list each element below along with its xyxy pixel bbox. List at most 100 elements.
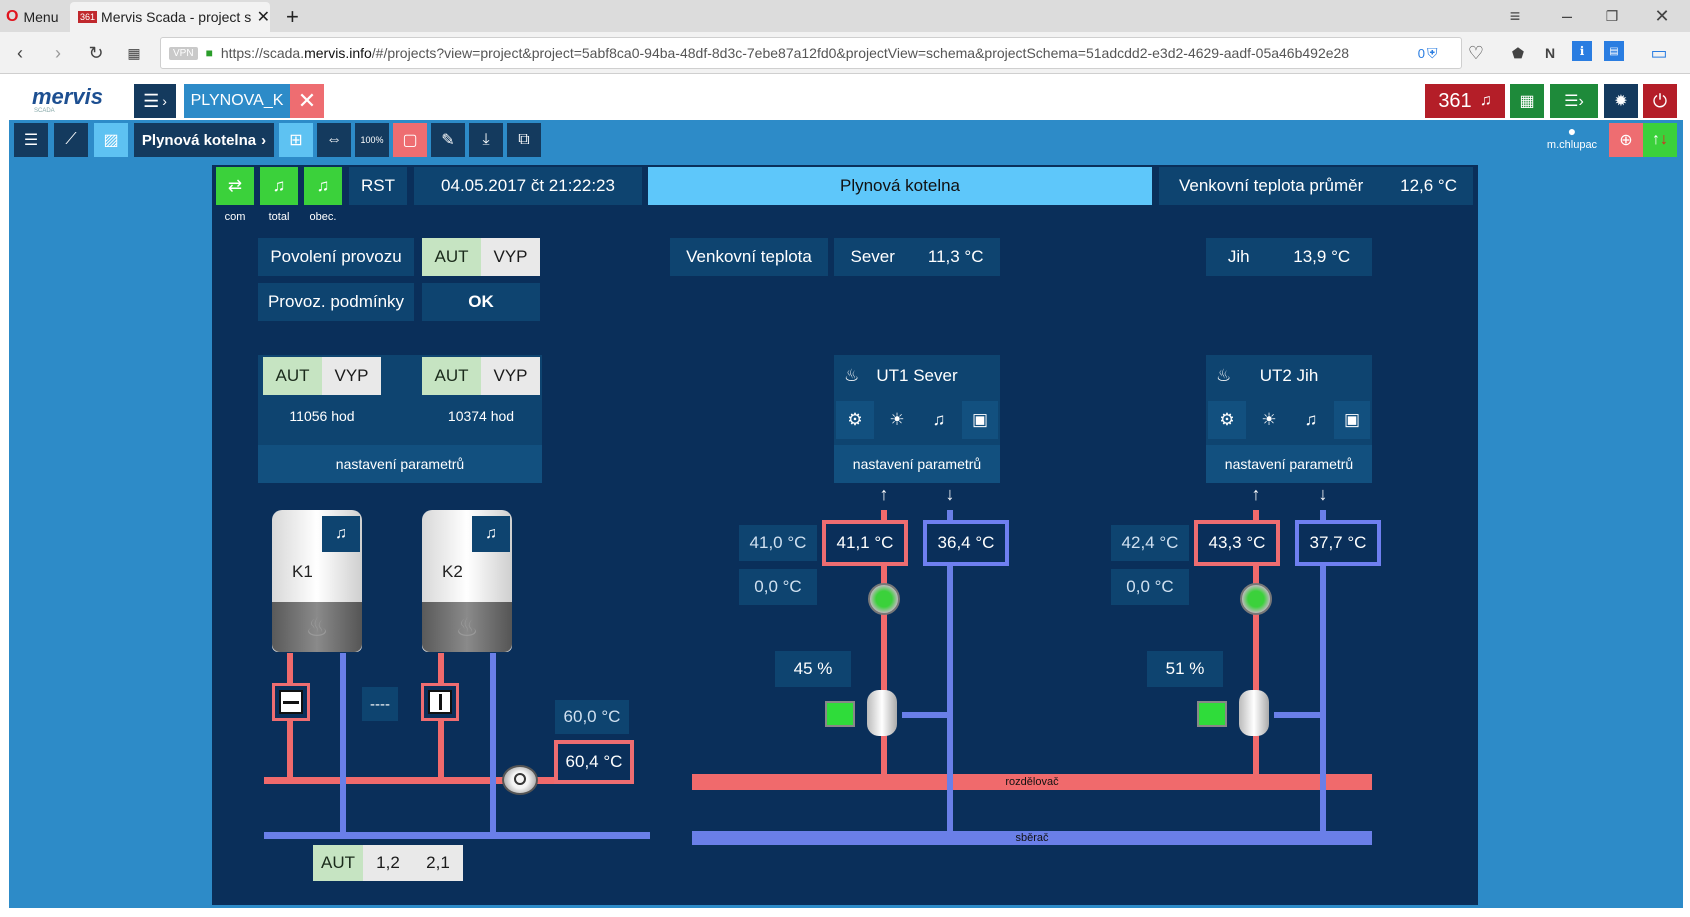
- ut1-settings-link[interactable]: nastavení parametrů: [834, 445, 1000, 483]
- list-button[interactable]: ☰›: [1550, 84, 1598, 118]
- breadcrumb[interactable]: Plynová kotelna›: [134, 123, 274, 157]
- minimize-icon[interactable]: –: [1561, 5, 1572, 26]
- adblock-count[interactable]: 0: [1417, 45, 1426, 61]
- snapshot-icon[interactable]: ▤: [1604, 41, 1624, 61]
- ut2-alarm-button[interactable]: ♫: [1292, 401, 1330, 439]
- zoom-button[interactable]: ⊕: [1609, 123, 1643, 157]
- pump-aut-button[interactable]: AUT: [313, 845, 363, 881]
- ut1-pump[interactable]: [868, 583, 900, 615]
- k1-alarm-button[interactable]: ♫: [322, 516, 360, 552]
- close-window-icon[interactable]: ✕: [1654, 5, 1670, 26]
- permit-aut-button[interactable]: AUT: [422, 238, 481, 276]
- close-project-button[interactable]: ✕: [290, 84, 324, 118]
- com-status-button[interactable]: ⇄: [216, 167, 254, 205]
- project-tab[interactable]: PLYNOVA_K: [184, 84, 290, 118]
- ut2-settings-link[interactable]: nastavení parametrů: [1206, 445, 1372, 483]
- extension-icon[interactable]: ℹ: [1572, 41, 1592, 61]
- ut2-supply-temp[interactable]: 43,3 °C: [1194, 520, 1280, 566]
- map-button[interactable]: ▦: [1510, 84, 1544, 118]
- edit-button[interactable]: ✎: [431, 123, 465, 157]
- fit-width-button[interactable]: ⇔: [317, 123, 351, 157]
- new-tab-icon[interactable]: +: [286, 4, 299, 29]
- ut1-alarm-button[interactable]: ♫: [920, 401, 958, 439]
- download-button[interactable]: ⤓: [469, 123, 503, 157]
- trend-view-button[interactable]: ⟋: [54, 123, 88, 157]
- ut1-offset: 0,0 °C: [739, 569, 817, 605]
- permit-vyp-button[interactable]: VYP: [481, 238, 540, 276]
- k1-valve-button[interactable]: [272, 683, 310, 721]
- pump-order-1[interactable]: 1,2: [363, 845, 413, 881]
- pump-order-2[interactable]: 2,1: [413, 845, 463, 881]
- south-temp-box: Jih 13,9 °C: [1206, 238, 1372, 276]
- total-alarm-button[interactable]: ♫: [260, 167, 298, 205]
- boiler-supply-pipe: [264, 777, 580, 784]
- ut2-calendar-button[interactable]: ▣: [1334, 401, 1370, 439]
- k2-vyp-button[interactable]: VYP: [481, 357, 540, 395]
- ut2-settings-button[interactable]: ⚙: [1208, 401, 1246, 439]
- ut1-supply-temp[interactable]: 41,1 °C: [822, 520, 908, 566]
- battery-icon[interactable]: ▭: [1650, 42, 1668, 63]
- ut2-mixing-valve[interactable]: [1239, 690, 1269, 736]
- k2-aut-button[interactable]: AUT: [422, 357, 481, 395]
- k2-alarm-button[interactable]: ♫: [472, 516, 510, 552]
- table-view-button[interactable]: ☰: [14, 123, 48, 157]
- distributor-pipe: [692, 774, 1372, 790]
- ut1-sun-button[interactable]: ☀: [878, 401, 916, 439]
- ut2-down-arrow-icon: ↓: [1318, 483, 1328, 504]
- ut1-return-temp[interactable]: 36,4 °C: [923, 520, 1009, 566]
- ut1-mixing-valve[interactable]: [867, 690, 897, 736]
- debug-button[interactable]: ✹: [1604, 84, 1638, 118]
- browser-tab[interactable]: 361 Mervis Scada - project sch ✕: [70, 2, 270, 32]
- pocket-icon[interactable]: ⬟: [1511, 44, 1525, 61]
- com-label: com: [224, 211, 246, 223]
- ut2-sun-button[interactable]: ☀: [1250, 401, 1288, 439]
- schema-view-button[interactable]: ▨: [94, 123, 128, 157]
- opera-menu-button[interactable]: O Menu: [6, 2, 66, 32]
- back-icon[interactable]: ‹: [17, 42, 23, 63]
- url-field[interactable]: VPN ■ https://scada. mervis.info /#/proj…: [160, 37, 1462, 69]
- ut1-setpoint-value: 41,0 °C: [749, 533, 807, 552]
- reset-button[interactable]: RST: [349, 167, 407, 205]
- ut1-valve-value: 45 %: [793, 659, 833, 678]
- k2-valve-button[interactable]: [421, 683, 459, 721]
- logout-button[interactable]: ⏻: [1643, 84, 1677, 118]
- mervis-logo[interactable]: mervis SCADA: [32, 86, 112, 116]
- supply-temp[interactable]: 60,4 °C: [554, 740, 634, 784]
- close-tab-icon[interactable]: ✕: [256, 9, 270, 26]
- zoom-100-button[interactable]: 100%: [355, 123, 389, 157]
- ut1-actuator[interactable]: [825, 701, 855, 727]
- user-button[interactable]: ● m.chlupac: [1541, 123, 1603, 157]
- main-pump[interactable]: [502, 765, 538, 795]
- vpn-badge[interactable]: VPN: [169, 46, 198, 60]
- obec-alarm-button[interactable]: ♫: [304, 167, 342, 205]
- ut2-actuator[interactable]: [1197, 701, 1227, 727]
- conditions-label-box: Provoz. podmínky: [258, 283, 414, 321]
- boiler-k1[interactable]: ♨ ♫ K1: [272, 510, 362, 652]
- ut2-return-temp[interactable]: 37,7 °C: [1295, 520, 1381, 566]
- tab-menu-icon[interactable]: ≡: [1509, 5, 1521, 26]
- speed-dial-icon[interactable]: ▦: [127, 44, 141, 61]
- alarm-count-button[interactable]: 361 ♫: [1425, 84, 1505, 118]
- shield-icon[interactable]: ⛨: [1427, 44, 1438, 61]
- boiler-k2[interactable]: ♨ ♫ K2: [422, 510, 512, 652]
- forward-icon[interactable]: ›: [55, 42, 61, 63]
- ut1-settings-button[interactable]: ⚙: [836, 401, 874, 439]
- frame-button[interactable]: ▢: [393, 123, 427, 157]
- maximize-icon[interactable]: ❐: [1605, 7, 1619, 24]
- k1-vyp-button[interactable]: VYP: [322, 357, 381, 395]
- supply-setpoint: 60,0 °C: [555, 700, 629, 734]
- ut2-pump[interactable]: [1240, 583, 1272, 615]
- reload-icon[interactable]: ↻: [88, 42, 104, 63]
- ut2-supply-value: 43,3 °C: [1208, 533, 1266, 552]
- main-menu-button[interactable]: ☰›: [134, 84, 176, 118]
- valve-open-icon: [428, 690, 452, 714]
- sync-button[interactable]: ↑↓: [1643, 123, 1677, 157]
- notion-icon[interactable]: N: [1544, 45, 1556, 61]
- heart-icon[interactable]: ♡: [1467, 42, 1485, 63]
- ut1-calendar-button[interactable]: ▣: [962, 401, 998, 439]
- ut2-offset-value: 0,0 °C: [1126, 577, 1174, 596]
- fit-screen-button[interactable]: ⊞: [279, 123, 313, 157]
- k1-aut-button[interactable]: AUT: [263, 357, 322, 395]
- boiler-settings-button[interactable]: nastavení parametrů: [258, 445, 542, 483]
- window-button[interactable]: ⧉: [507, 123, 541, 157]
